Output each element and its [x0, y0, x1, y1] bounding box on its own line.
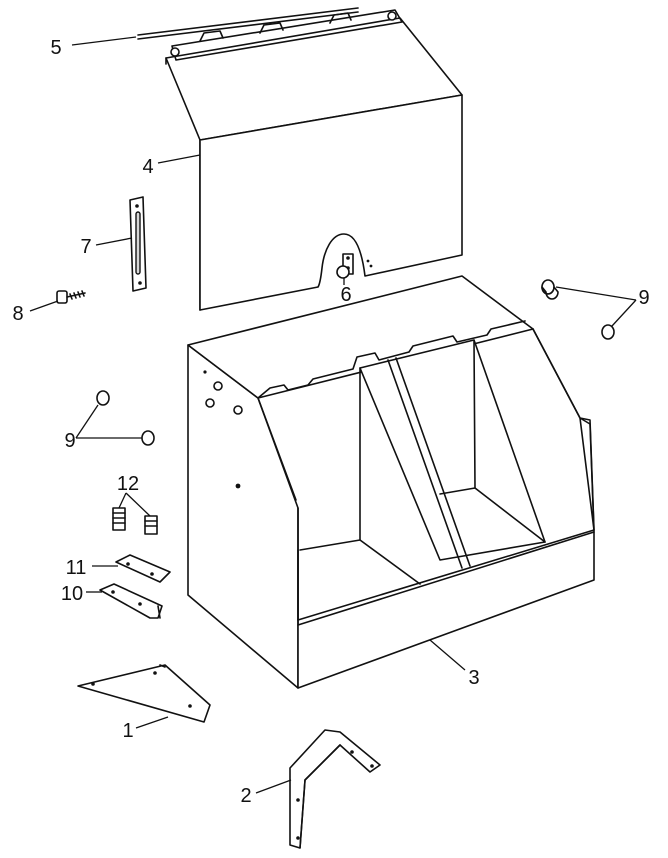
callout-12: 12	[117, 473, 139, 495]
part-springs	[112, 507, 158, 535]
callout-labels: 5 4 7 8 6 9 9 12 11 10 3 1 2	[12, 37, 649, 807]
part-triangular-brace	[77, 664, 211, 723]
part-bracket-11	[115, 554, 171, 583]
callout-5: 5	[50, 37, 61, 59]
callout-9-left: 9	[64, 430, 75, 452]
callout-1: 1	[122, 720, 133, 742]
callout-2: 2	[240, 785, 251, 807]
callout-3: 3	[468, 667, 479, 689]
part-lid	[165, 9, 463, 311]
part-box-body	[187, 275, 595, 689]
part-hinge-rod	[137, 7, 359, 40]
part-latch-plate	[129, 196, 147, 292]
callout-7: 7	[80, 236, 91, 258]
part-bolt	[56, 290, 86, 304]
callout-9-right: 9	[638, 287, 649, 309]
callout-8: 8	[12, 303, 23, 325]
part-angled-leg	[289, 729, 381, 849]
callout-6: 6	[340, 284, 351, 306]
leader-lines	[29, 36, 637, 794]
callout-10: 10	[61, 583, 83, 605]
part-bracket-10	[99, 583, 163, 619]
callout-4: 4	[142, 156, 153, 178]
callout-11: 11	[66, 557, 87, 579]
